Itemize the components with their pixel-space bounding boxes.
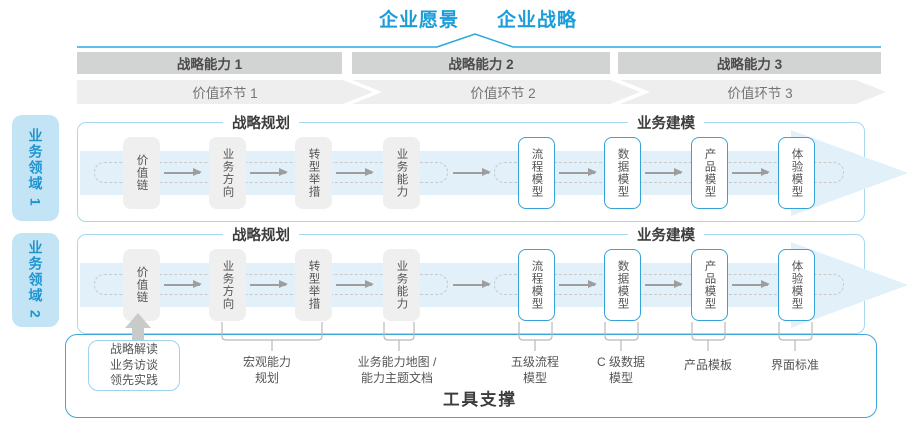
connector-arrow-icon — [559, 281, 597, 287]
connector-arrow-icon — [164, 169, 202, 175]
lane1-box-experience-model: 体验模型 — [778, 137, 815, 209]
capability-bar-1: 战略能力 1 — [77, 52, 342, 74]
lane1-box-product-model: 产品模型 — [691, 137, 728, 209]
lane1-box-value-chain: 价值链 — [123, 137, 160, 209]
lane2-box-product-model: 产品模型 — [691, 249, 728, 321]
domain-tab-2: 业务领域 2 — [12, 233, 59, 327]
lane-domain-1: 战略规划 业务建模 价值链 业务方向 转型举措 业务能力 流程模型 数据模型 产… — [77, 112, 908, 222]
lane-domain-2: 战略规划 业务建模 价值链 业务方向 转型举措 业务能力 流程模型 数据模型 产… — [77, 224, 908, 334]
lane1-header-planning: 战略规划 — [223, 112, 299, 133]
dashed-pipeline-modeling — [494, 162, 844, 183]
value-link-chevron-2: 价值环节 2 — [352, 80, 640, 104]
lane2-header-modeling: 业务建模 — [628, 224, 704, 245]
lane1-box-business-capability: 业务能力 — [383, 137, 420, 209]
lane1-header-modeling: 业务建模 — [628, 112, 704, 133]
dashed-pipeline-planning — [94, 274, 448, 295]
connector-arrow-icon — [453, 281, 491, 287]
connector-arrow-icon — [336, 281, 374, 287]
tool-support-container: 工具支撑 — [65, 334, 877, 418]
capability-bar-2: 战略能力 2 — [352, 52, 610, 74]
connector-arrow-icon — [336, 169, 374, 175]
annotation-macro-capability: 宏观能力 规划 — [242, 355, 292, 386]
lane2-box-business-capability: 业务能力 — [383, 249, 420, 321]
strategy-title: 企业战略 — [497, 10, 578, 31]
connector-arrow-icon — [250, 169, 288, 175]
connector-arrow-icon — [732, 169, 770, 175]
connector-arrow-icon — [164, 281, 202, 287]
dashed-pipeline-modeling — [494, 274, 844, 295]
lane2-box-experience-model: 体验模型 — [778, 249, 815, 321]
connector-arrow-icon — [250, 281, 288, 287]
lane2-box-data-model: 数据模型 — [604, 249, 641, 321]
lane1-box-business-direction: 业务方向 — [209, 137, 246, 209]
domain-tab-1: 业务领域 1 — [12, 115, 59, 221]
vision-title: 企业愿景 — [378, 10, 459, 31]
connector-arrow-icon — [559, 169, 597, 175]
connector-arrow-icon — [732, 281, 770, 287]
annotation-product-template: 产品模板 — [683, 358, 733, 372]
connector-arrow-icon — [645, 281, 683, 287]
caret-line-icon — [77, 33, 881, 48]
annotation-capability-map: 业务能力地图 / 能力主题文档 — [357, 355, 437, 386]
lane1-box-process-model: 流程模型 — [518, 137, 555, 209]
lane2-box-business-direction: 业务方向 — [209, 249, 246, 321]
tool-support-title: 工具支撑 — [443, 391, 517, 409]
lane1-box-transformation: 转型举措 — [295, 137, 332, 209]
capability-bar-3: 战略能力 3 — [618, 52, 881, 74]
title-row: 企业愿景 企业战略 — [0, 5, 910, 32]
annotation-process-model: 五级流程 模型 — [510, 355, 560, 386]
value-link-chevron-3: 价值环节 3 — [620, 80, 886, 104]
annotation-sources-box: 战略解读 业务访谈 领先实践 — [88, 340, 180, 391]
annotation-ui-standard: 界面标准 — [770, 358, 820, 372]
connector-arrow-icon — [645, 169, 683, 175]
lane2-header-planning: 战略规划 — [223, 224, 299, 245]
lane1-box-data-model: 数据模型 — [604, 137, 641, 209]
lane2-box-process-model: 流程模型 — [518, 249, 555, 321]
value-link-chevron-1: 价值环节 1 — [77, 80, 373, 104]
connector-arrow-icon — [453, 169, 491, 175]
annotation-data-model: C 级数据 模型 — [596, 355, 646, 386]
dashed-pipeline-planning — [94, 162, 448, 183]
lane2-box-transformation: 转型举措 — [295, 249, 332, 321]
lane2-box-value-chain: 价值链 — [123, 249, 160, 321]
